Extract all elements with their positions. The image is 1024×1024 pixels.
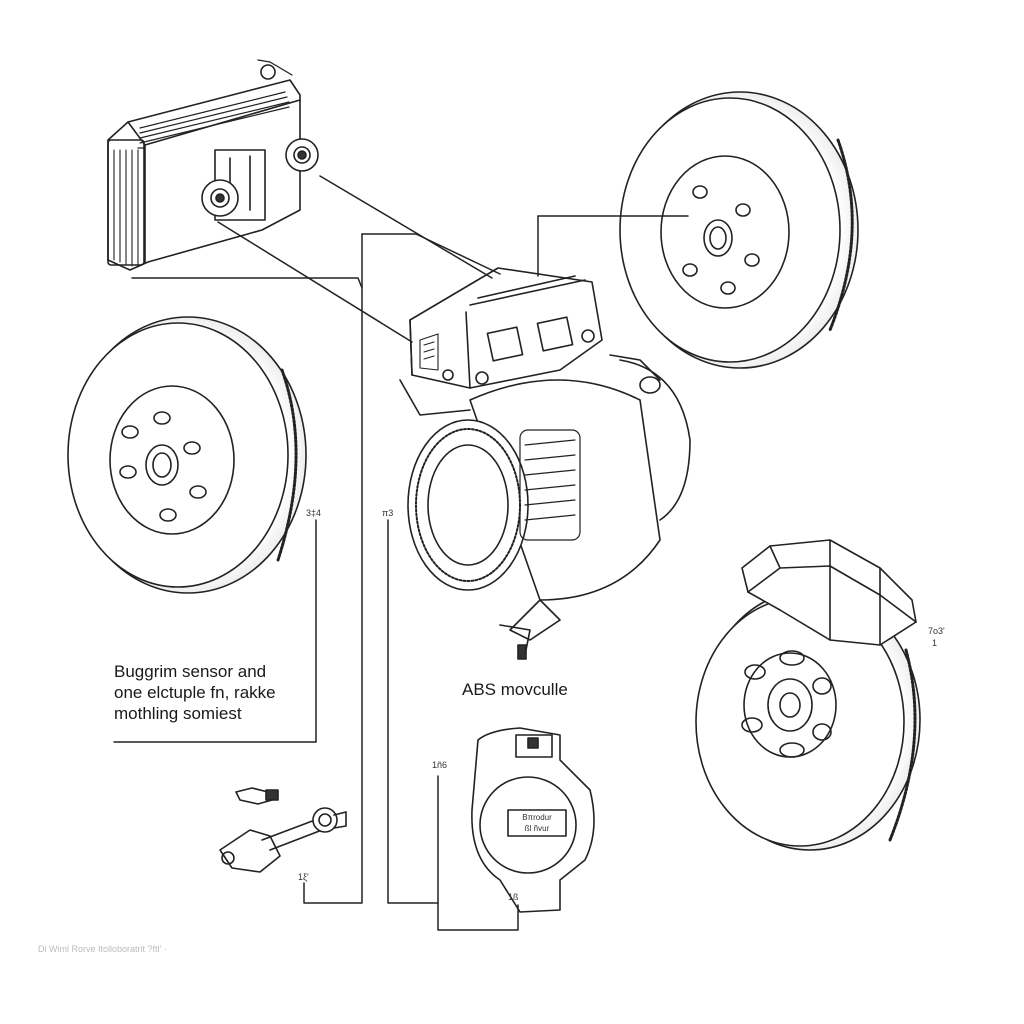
sensor-bolt-parts <box>219 787 347 873</box>
callout-label: 1 <box>932 638 938 648</box>
plate-line-1: Bπrodur <box>522 813 552 822</box>
callout-label: 1ß <box>508 892 519 902</box>
wheel-speed-sensor <box>471 727 595 913</box>
plate-line-2: ßl ñvur <box>524 824 550 833</box>
sensor-label-line-2: one elctuple fn, rakke <box>114 683 276 702</box>
sensor-description-label: Buggrim sensor and one elctuple fn, rakk… <box>114 661 276 724</box>
brake-disc-with-caliper <box>695 539 921 851</box>
footer-caption: Di Wiml Rorve Itolloboratrit ?ftl' · <box>38 944 167 954</box>
abs-module-label: ABS movculle <box>462 680 568 699</box>
brake-disc-top-right <box>619 91 859 369</box>
callout-label: 3‡4 <box>306 508 322 518</box>
callout-label: 7ο3' <box>928 626 945 636</box>
wiring-lines <box>113 175 689 931</box>
abs-hydraulic-unit <box>399 267 691 660</box>
callout-label: π3 <box>382 508 394 518</box>
callout-label: 1ñ6 <box>432 760 448 770</box>
sensor-label-line-1: Buggrim sensor and <box>114 662 267 681</box>
callout-label: 1ξ' <box>298 872 309 882</box>
brake-disc-left <box>67 316 307 594</box>
sensor-plate-text: Bπrodur ßl ñvur <box>510 812 564 834</box>
sensor-label-line-3: mothling somiest <box>114 704 242 723</box>
control-unit <box>107 59 319 271</box>
